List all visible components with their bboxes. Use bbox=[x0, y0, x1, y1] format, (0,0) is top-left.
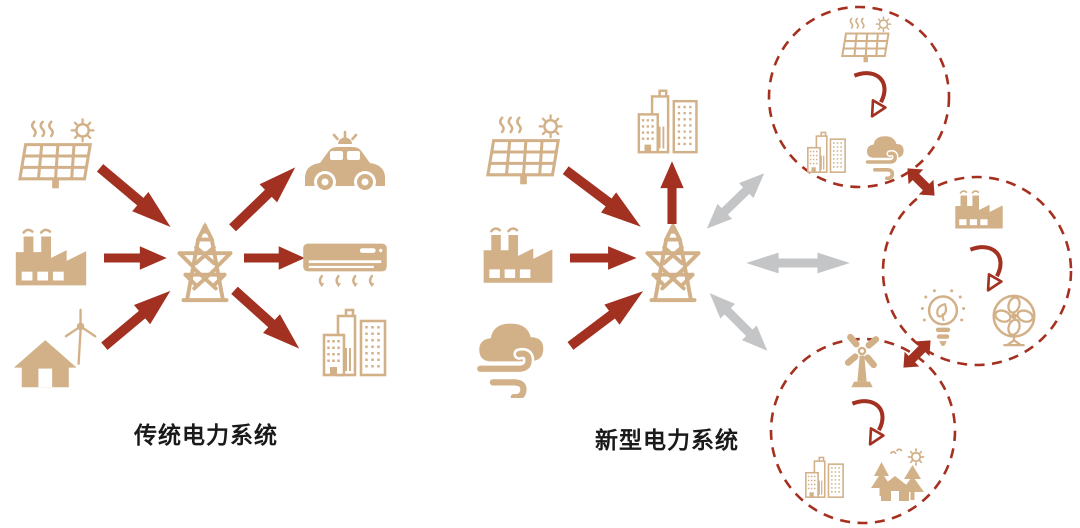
traditional-system-label: 传统电力系统 bbox=[134, 422, 278, 448]
new-system-label: 新型电力系统 bbox=[595, 427, 739, 453]
eco-house-trees-icon bbox=[870, 448, 925, 502]
microgrid-circle-bottom bbox=[769, 337, 957, 525]
windmill-icon bbox=[843, 332, 881, 388]
cycle-arrow-icon bbox=[840, 394, 886, 454]
microgrid-circle-top bbox=[767, 5, 951, 189]
city-buildings-icon bbox=[805, 456, 844, 498]
microgrid-circle-right bbox=[881, 175, 1073, 367]
